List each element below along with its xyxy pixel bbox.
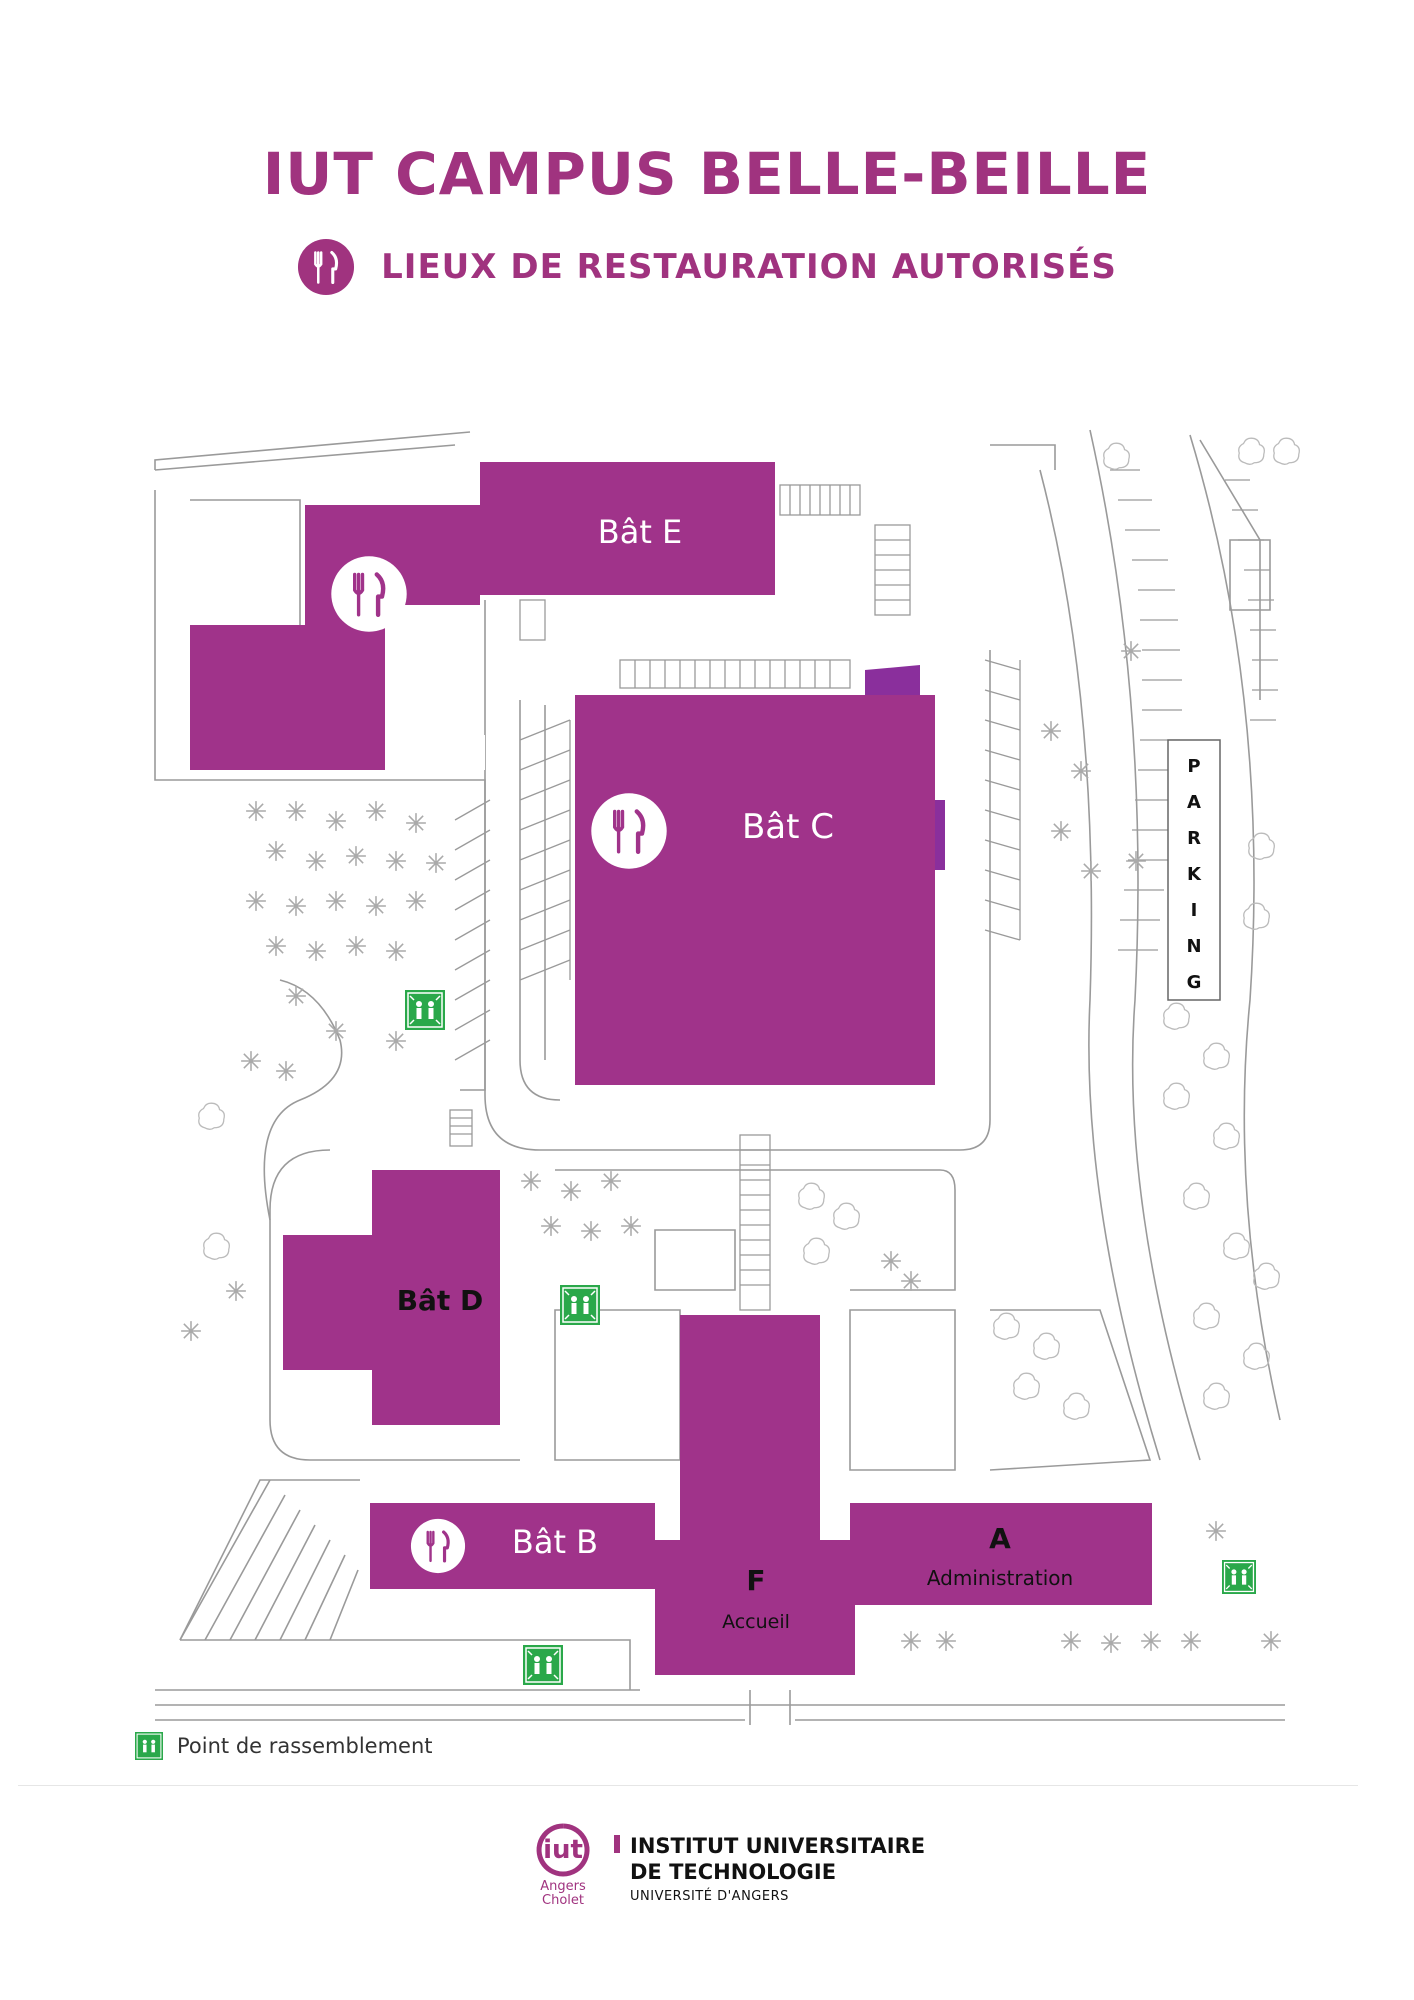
institution-name: INSTITUT UNIVERSITAIRE DE TECHNOLOGIE UN… (630, 1833, 925, 1904)
label-bat-f-name: Accueil (722, 1611, 790, 1633)
institution-line-3: UNIVERSITÉ D'ANGERS (630, 1889, 789, 1904)
buildings (190, 462, 1152, 1675)
parking-letter: K (1187, 864, 1202, 885)
institution-line-1: INSTITUT UNIVERSITAIRE (630, 1834, 926, 1858)
building-a[interactable] (850, 1503, 1152, 1605)
building-d[interactable] (283, 1170, 500, 1425)
page-subtitle: LIEUX DE RESTAURATION AUTORISÉS (381, 247, 1117, 287)
institution-line-2: DE TECHNOLOGIE (630, 1860, 837, 1884)
assembly-point-icon[interactable] (560, 1285, 600, 1325)
subtitle-row: LIEUX DE RESTAURATION AUTORISÉS (0, 238, 1414, 296)
fork-knife-icon (298, 238, 355, 296)
building-f[interactable] (655, 1315, 855, 1675)
parking-letter: I (1191, 900, 1198, 921)
iut-logo: iut Angers Cholet (536, 1823, 590, 1908)
label-bat-a-name: Administration (927, 1566, 1073, 1590)
parking-sign: P A R K I N G (1167, 739, 1221, 1001)
logo-sub1: Angers (540, 1879, 586, 1894)
map-legend: Point de rassemblement (135, 1732, 433, 1760)
parking-letter: P (1187, 756, 1200, 777)
parking-letter: A (1187, 792, 1201, 813)
parking-strips (449, 469, 1278, 1311)
legend-label: Point de rassemblement (177, 1734, 433, 1758)
footer-accent-bar (614, 1835, 620, 1853)
assembly-point-icon[interactable] (1222, 1560, 1256, 1594)
footer-divider (18, 1785, 1358, 1786)
parking-letter: G (1187, 972, 1202, 993)
building-c[interactable] (575, 695, 935, 1085)
assembly-point-icon[interactable] (522, 1645, 564, 1685)
restaurant-icon-bat-c[interactable] (591, 793, 666, 868)
assembly-point-icon[interactable] (405, 990, 445, 1030)
logo-text: iut (543, 1835, 583, 1865)
building-labels: Bât E Bât C Bât D Bât B A Administration… (397, 513, 1073, 1633)
restaurant-icon-bat-b[interactable] (410, 1518, 466, 1574)
parking-letter: R (1187, 828, 1201, 849)
parking-letter: N (1186, 936, 1201, 957)
label-bat-b: Bât B (512, 1523, 598, 1561)
page-title: IUT CAMPUS BELLE-BEILLE (262, 140, 1152, 208)
restaurant-icon-bat-e[interactable] (331, 556, 406, 631)
label-bat-d: Bât D (397, 1284, 484, 1317)
label-bat-e: Bât E (598, 513, 683, 551)
label-bat-c: Bât C (742, 807, 834, 847)
label-bat-a-letter: A (989, 1522, 1011, 1555)
label-bat-f-letter: F (746, 1564, 765, 1597)
building-e[interactable] (190, 462, 775, 770)
logo-sub2: Cholet (542, 1893, 584, 1908)
assembly-point-icon (135, 1732, 163, 1760)
